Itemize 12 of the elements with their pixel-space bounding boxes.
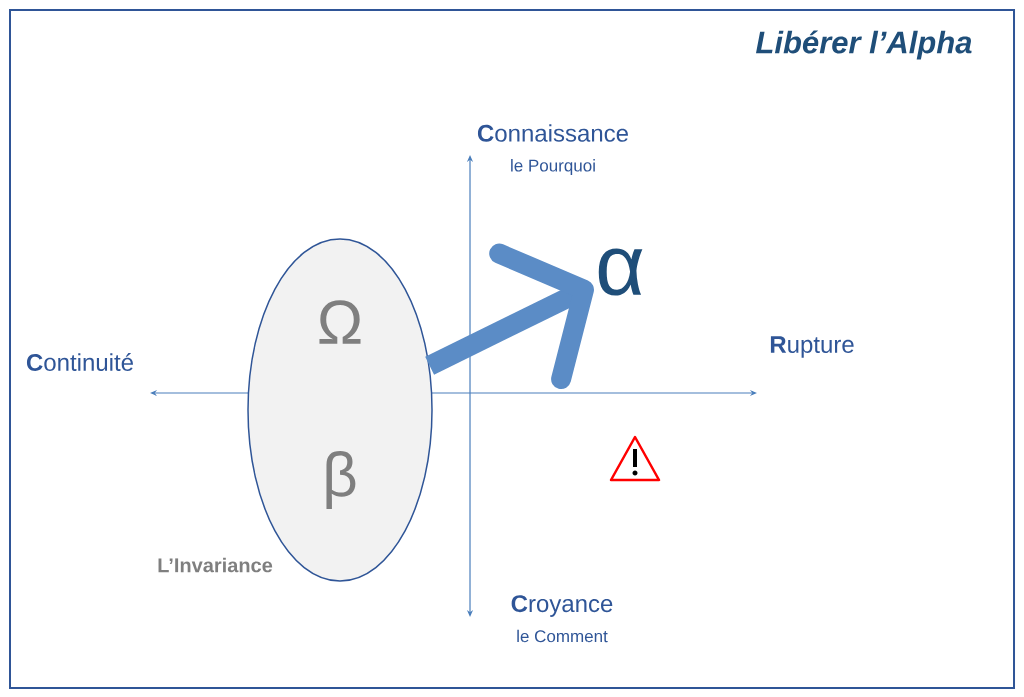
axis-label: Croyance [511, 595, 613, 617]
axis-label: Connaissance [477, 124, 628, 142]
ellipse [158, 238, 433, 582]
greek-letter: β [326, 451, 356, 509]
axis-sublabel: le Pourquoi [511, 159, 595, 175]
axis-sublabel: le Comment [517, 629, 608, 643]
node-label: L’Invariance [158, 557, 273, 573]
greek-letter: α [598, 248, 643, 296]
axis-label: Continuité [26, 353, 133, 371]
title: Libérer l’Alpha [756, 30, 972, 60]
axis-label: Rupture [770, 336, 854, 358]
greek-letter: Ω [319, 300, 361, 344]
